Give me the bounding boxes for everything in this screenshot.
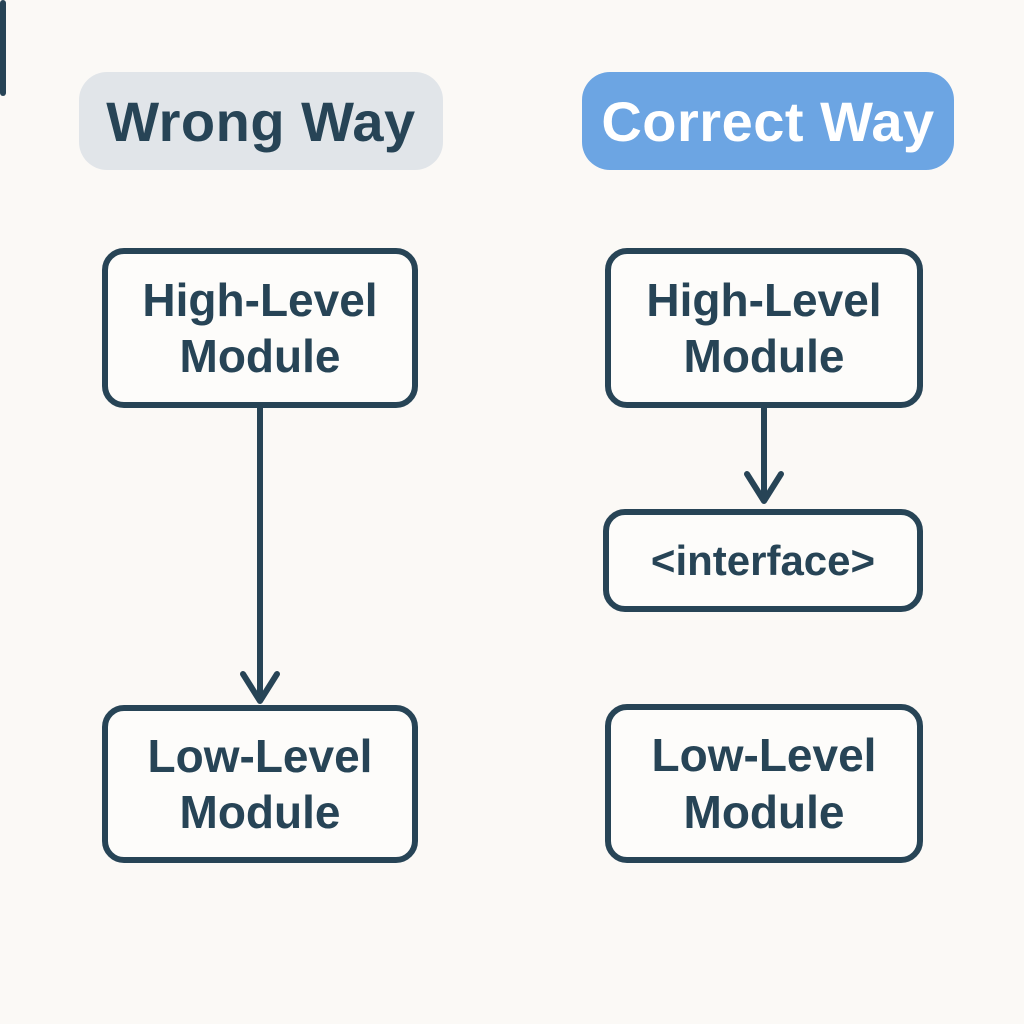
correct-way-header: Correct Way xyxy=(582,72,954,170)
node-high-level-module-right: High-Level Module xyxy=(605,248,923,408)
node-high-level-module-left: High-Level Module xyxy=(102,248,418,408)
node-label: <interface> xyxy=(650,536,876,584)
node-label: High-Level Module xyxy=(646,273,882,382)
arrow-down-icon xyxy=(744,408,784,504)
node-low-level-module-left: Low-Level Module xyxy=(102,705,418,863)
node-label: High-Level Module xyxy=(142,273,378,382)
node-low-level-module-right: Low-Level Module xyxy=(605,704,923,863)
node-interface: <interface> xyxy=(603,509,923,612)
node-label: Low-Level Module xyxy=(147,729,373,838)
connector-line xyxy=(0,0,6,96)
wrong-way-header: Wrong Way xyxy=(79,72,443,170)
arrow-down-icon xyxy=(240,408,280,704)
node-label: Low-Level Module xyxy=(651,729,877,838)
